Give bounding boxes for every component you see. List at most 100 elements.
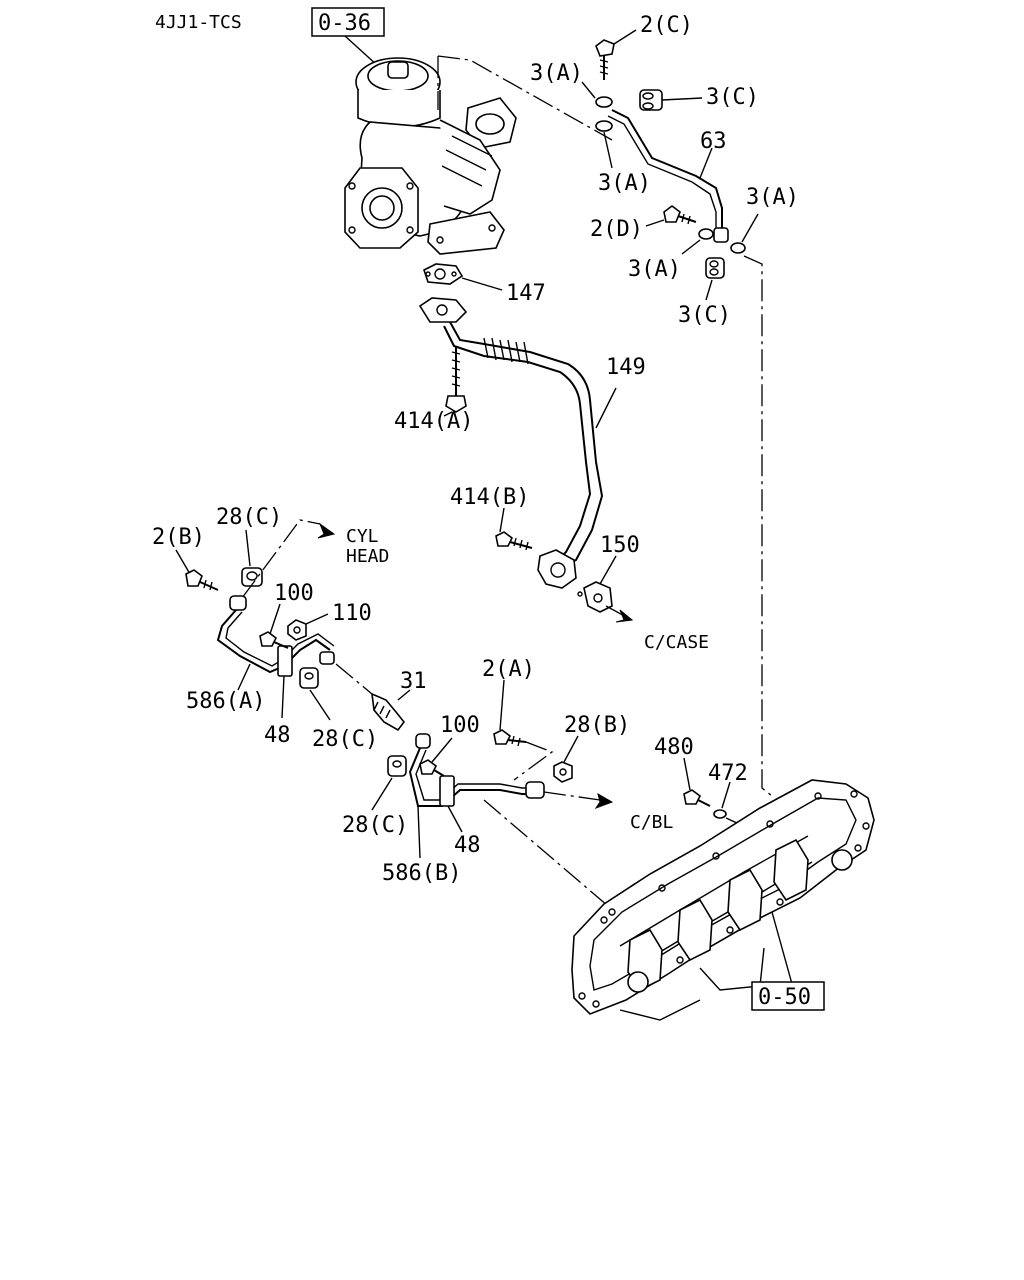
pipe-63 xyxy=(607,109,729,243)
leader-149 xyxy=(595,387,617,429)
clip-3c-top xyxy=(639,89,663,111)
bolt-480 xyxy=(683,789,711,807)
leader-3c-2 xyxy=(705,279,713,301)
bolt-414b xyxy=(495,531,533,551)
leader-2c xyxy=(613,29,637,45)
nut-28b xyxy=(553,761,573,783)
callout-3a-3: 3(A) xyxy=(746,185,799,210)
callout-472: 472 xyxy=(708,761,748,786)
leader-48-1 xyxy=(281,675,285,719)
callout-3a-2: 3(A) xyxy=(598,171,651,196)
leader-3a-1 xyxy=(581,81,596,99)
callout-28c-3: 28(C) xyxy=(342,813,408,838)
bolt-2a xyxy=(493,729,527,747)
intake-manifold xyxy=(571,779,875,1021)
bolt-2d xyxy=(663,205,697,225)
callout-100-1: 100 xyxy=(274,581,314,606)
dest-head: HEAD xyxy=(346,546,389,567)
bolt-2b xyxy=(185,569,219,591)
leader-ref-top xyxy=(344,35,379,67)
washer-3a-left xyxy=(698,228,714,240)
clip-28c-1 xyxy=(241,567,263,587)
callout-28c-2: 28(C) xyxy=(312,727,378,752)
assembly-line-manifold xyxy=(483,799,609,907)
washer-3a-mid xyxy=(595,120,613,132)
leader-100-2 xyxy=(431,737,453,763)
leader-31 xyxy=(397,689,411,701)
callout-3c-1: 3(C) xyxy=(706,85,759,110)
leader-147 xyxy=(461,277,503,291)
model-code: 4JJ1-TCS xyxy=(155,12,242,33)
leader-48-2 xyxy=(447,805,463,833)
leader-63 xyxy=(699,147,713,179)
assembly-line-cyl xyxy=(241,519,321,599)
arrow-cyl-block-icon xyxy=(594,792,614,810)
arrow-line-cbl xyxy=(543,791,601,801)
washer-3a-right xyxy=(730,242,746,254)
clip-28c-2 xyxy=(299,667,319,689)
leader-ref-bottom xyxy=(771,911,793,985)
arrow-crankcase-icon xyxy=(615,609,634,623)
callout-3a-4: 3(A) xyxy=(628,257,681,282)
leader-110 xyxy=(305,613,329,625)
arrow-cyl-head-icon xyxy=(317,522,336,539)
svg-text:0-50: 0-50 xyxy=(758,985,811,1010)
leader-3c-1 xyxy=(661,97,703,101)
egr-valve-assembly xyxy=(344,57,517,255)
callout-150: 150 xyxy=(600,533,640,558)
assembly-line-31 xyxy=(335,663,373,695)
leader-28b xyxy=(563,735,579,763)
leader-3a-4 xyxy=(681,239,701,255)
assembly-line-2a xyxy=(513,741,554,781)
leader-2a xyxy=(499,679,505,731)
pipe-149 xyxy=(418,297,604,589)
callout-147: 147 xyxy=(506,281,546,306)
nut-110 xyxy=(287,619,307,641)
leader-414b xyxy=(499,507,505,533)
callout-3a-1: 3(A) xyxy=(530,61,583,86)
callout-3c-2: 3(C) xyxy=(678,303,731,328)
dest-crankcase: C/CASE xyxy=(644,632,709,653)
leader-28c-3 xyxy=(371,777,393,811)
leader-480 xyxy=(683,757,691,791)
bolt-100-lower xyxy=(419,759,445,777)
ref-box-bottom[interactable]: 0-50 xyxy=(751,981,825,1011)
callout-110: 110 xyxy=(332,601,372,626)
callout-149: 149 xyxy=(606,355,646,380)
callout-480: 480 xyxy=(654,735,694,760)
gasket-147 xyxy=(423,263,464,285)
leader-3a-2 xyxy=(603,131,613,169)
leader-3a-3 xyxy=(741,213,759,243)
gasket-150 xyxy=(577,581,613,613)
callout-28b: 28(B) xyxy=(564,713,630,738)
callout-2a: 2(A) xyxy=(482,657,535,682)
leader-2d xyxy=(645,219,665,227)
dest-cyl-block: C/BL xyxy=(630,812,674,833)
bolt-414a xyxy=(445,346,467,413)
callout-63: 63 xyxy=(700,129,727,154)
leader-414a xyxy=(443,411,453,417)
assembly-line-3 xyxy=(743,255,773,797)
ref-box-top[interactable]: 0-36 xyxy=(311,7,385,37)
callout-28c-1: 28(C) xyxy=(216,505,282,530)
leader-586a xyxy=(237,663,251,691)
callout-586b: 586(B) xyxy=(382,861,461,886)
callout-2d: 2(D) xyxy=(590,217,643,242)
washer-472 xyxy=(713,809,727,819)
washer-3a-top xyxy=(595,96,613,108)
clip-28c-3 xyxy=(387,755,407,777)
pipe-586b xyxy=(408,733,545,807)
dest-cyl: CYL xyxy=(346,526,379,547)
arrow-line-crankcase xyxy=(605,605,633,621)
leader-586b xyxy=(417,805,421,859)
pipe-586a xyxy=(216,595,335,677)
callout-31: 31 xyxy=(400,669,427,694)
callout-48-2: 48 xyxy=(454,833,481,858)
leader-100-1 xyxy=(269,603,281,635)
callout-414b: 414(B) xyxy=(450,485,529,510)
union-fitting xyxy=(319,651,335,665)
leader-2b xyxy=(175,549,191,575)
leader-472 xyxy=(721,781,731,809)
leader-150 xyxy=(599,555,617,585)
